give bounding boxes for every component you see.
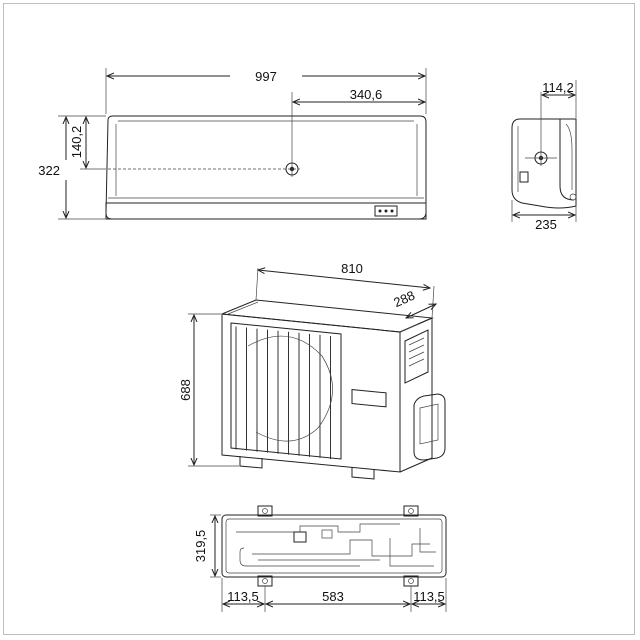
dim-outdoor-height: 688 [178, 313, 239, 467]
indoor-unit-front [105, 92, 427, 220]
dim-indoor-height: 322 [38, 115, 106, 220]
dim-indoor-center-height: 140,2 [69, 117, 106, 170]
indoor-height-label: 322 [38, 163, 60, 178]
dim-indoor-center-offset: 340,6 [293, 87, 425, 102]
dim-outdoor-depth: 288 [391, 288, 436, 333]
dim-indoor-width: 997 [105, 68, 427, 114]
base-foot-spacing-label: 583 [322, 589, 344, 604]
dim-indoor-depth: 235 [511, 200, 577, 232]
drawing-frame [3, 3, 635, 635]
dim-side-offset: 114,2 [542, 80, 577, 118]
outdoor-unit-iso [221, 299, 446, 480]
outdoor-depth-label: 288 [391, 288, 417, 311]
outdoor-height-label: 688 [178, 379, 193, 401]
base-left-margin-label: 113,5 [227, 589, 259, 604]
base-right-margin-label: 113,5 [413, 589, 445, 604]
center-mark [108, 92, 300, 177]
indoor-unit-side [511, 92, 577, 209]
indoor-center-height-label: 140,2 [69, 126, 84, 159]
side-offset-label: 114,2 [542, 80, 574, 95]
indoor-width-label: 997 [255, 69, 277, 84]
indoor-center-offset-label: 340,6 [350, 87, 383, 102]
indoor-depth-label: 235 [535, 217, 557, 232]
fan-grille-fins [235, 326, 331, 459]
dim-base-depth: 319,5 [193, 514, 221, 578]
dim-base-bottom: 113,5 583 113,5 [221, 578, 447, 612]
outdoor-base-plan [221, 505, 447, 587]
outdoor-width-label: 810 [341, 261, 363, 276]
indicator-panel [374, 205, 398, 217]
base-depth-label: 319,5 [193, 530, 208, 563]
